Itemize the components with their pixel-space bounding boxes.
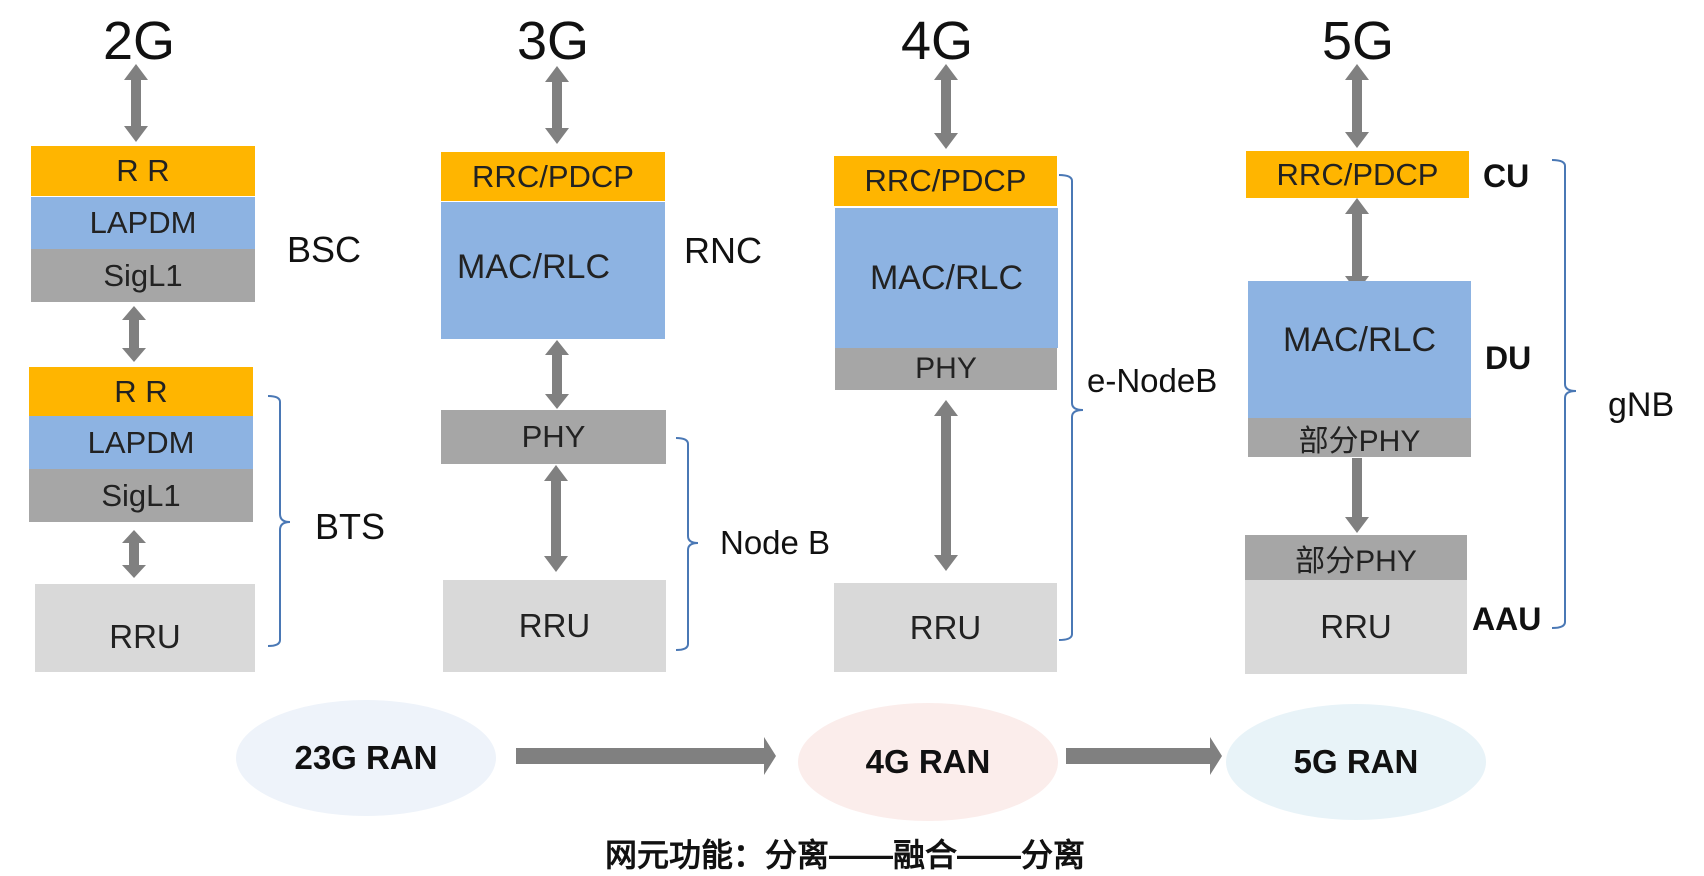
layer-sigl1-bts: SigL1 bbox=[29, 469, 253, 522]
node-label-bsc: BSC bbox=[287, 229, 362, 270]
arrow-4g-to-5g bbox=[1066, 737, 1222, 775]
layer-rru-4g: RRU bbox=[834, 583, 1057, 672]
double-arrow-2g-mid bbox=[122, 306, 146, 362]
layer-phy-4g: PHY bbox=[835, 348, 1057, 390]
layer-mac-rlc-3g: MAC/RLC bbox=[441, 202, 665, 339]
bracket-nodeb bbox=[675, 437, 699, 651]
layer-mac-rlc-4g: MAC/RLC bbox=[835, 208, 1058, 348]
layer-lapdm-bsc: LAPDM bbox=[31, 197, 255, 249]
node-label-gnb: gNB bbox=[1608, 386, 1675, 424]
layer-rrc-pdcp-3g: RRC/PDCP bbox=[441, 152, 665, 201]
node-label-bts: BTS bbox=[315, 506, 386, 547]
double-arrow-2g-bottom bbox=[122, 530, 146, 578]
generation-title-5g: 5G bbox=[1321, 11, 1395, 71]
double-arrow-3g-bottom bbox=[544, 465, 568, 572]
bracket-gnb bbox=[1551, 159, 1577, 629]
generation-title-2g: 2G bbox=[102, 11, 176, 71]
brackets bbox=[267, 159, 1577, 651]
bracket-bts bbox=[267, 395, 291, 647]
bracket-enodeb bbox=[1058, 174, 1084, 641]
layer-rr-bts: R R bbox=[29, 367, 253, 416]
double-arrow-4g-bottom bbox=[934, 400, 958, 571]
caption-network-function-evolution: 网元功能：分离——融合——分离 bbox=[605, 837, 1086, 873]
layer-rru-5g: RRU bbox=[1245, 580, 1467, 674]
double-arrows bbox=[122, 64, 1369, 578]
node-label-aau: AAU bbox=[1472, 601, 1542, 637]
double-arrow-3g-mid bbox=[545, 340, 569, 409]
layer-sigl1-bsc: SigL1 bbox=[31, 249, 255, 302]
layer-rru-3g: RRU bbox=[443, 580, 666, 672]
double-arrow-2g-top bbox=[124, 64, 148, 142]
stage-23g-ran: 23G RAN bbox=[236, 700, 496, 816]
generation-title-4g: 4G bbox=[900, 11, 974, 71]
arrow-23g-to-4g bbox=[516, 737, 776, 775]
layer-partial-phy-du: 部分PHY bbox=[1248, 418, 1471, 458]
layer-rru-2g: RRU bbox=[35, 584, 255, 672]
layer-rrc-pdcp-5g: RRC/PDCP bbox=[1246, 151, 1469, 198]
node-label-cu: CU bbox=[1483, 158, 1530, 194]
double-arrow-3g-top bbox=[545, 66, 569, 144]
double-arrow-5g-top bbox=[1345, 64, 1369, 148]
generation-title-3g: 3G bbox=[516, 11, 590, 71]
stage-5g-ran: 5G RAN bbox=[1226, 704, 1486, 820]
node-label-du: DU bbox=[1485, 340, 1532, 376]
node-label-enodeb: e-NodeB bbox=[1087, 362, 1218, 399]
layer-lapdm-bts: LAPDM bbox=[29, 416, 253, 469]
node-label-nodeb: Node B bbox=[720, 524, 831, 561]
layer-partial-phy-aau: 部分PHY bbox=[1245, 535, 1467, 580]
layer-rr-bsc: R R bbox=[31, 146, 255, 196]
double-arrow-4g-top bbox=[934, 64, 958, 149]
arrow-5g-bottom bbox=[1345, 458, 1369, 533]
layer-phy-3g: PHY bbox=[441, 410, 666, 464]
layer-mac-rlc-5g: MAC/RLC bbox=[1248, 281, 1471, 418]
layer-rrc-pdcp-4g: RRC/PDCP bbox=[834, 156, 1057, 206]
double-arrow-5g-mid bbox=[1345, 198, 1369, 292]
node-label-rnc: RNC bbox=[684, 230, 762, 271]
evolution-arrows bbox=[516, 737, 1222, 775]
stage-4g-ran: 4G RAN bbox=[798, 703, 1058, 821]
